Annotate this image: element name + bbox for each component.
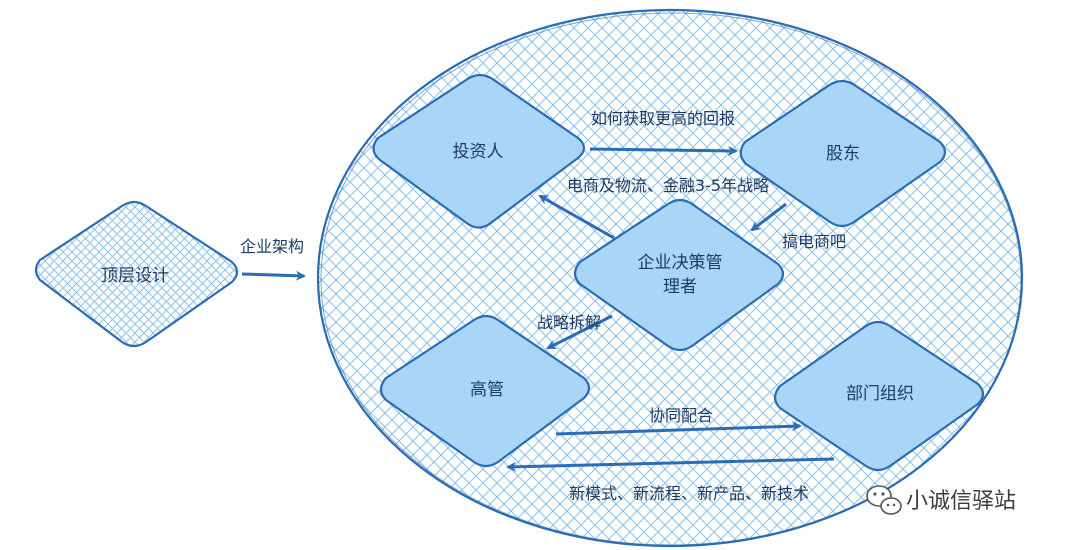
node-decision-maker-label-line1: 企业决策管 xyxy=(638,253,723,273)
node-decision-maker: 企业决策管 理者 xyxy=(573,198,785,352)
edge-innovations-label: 新模式、新流程、新产品、新技术 xyxy=(569,484,809,503)
wechat-icon xyxy=(866,485,902,515)
edge-higher-return-label: 如何获取更高的回报 xyxy=(591,109,735,128)
node-shareholder-label: 股东 xyxy=(826,144,860,164)
node-department: 部门组织 xyxy=(773,320,985,472)
edge-higher-return: 如何获取更高的回报 xyxy=(589,109,738,156)
watermark: 小诚信驿站 xyxy=(866,485,1016,515)
edge-innovations: 新模式、新流程、新产品、新技术 xyxy=(506,457,835,503)
edge-enterprise-architecture-label: 企业架构 xyxy=(240,237,304,256)
node-decision-maker-label-line2: 理者 xyxy=(663,277,697,297)
node-investor: 投资人 xyxy=(372,73,586,229)
node-investor-label: 投资人 xyxy=(453,142,504,162)
edge-strategy-breakdown: 战略拆解 xyxy=(537,313,613,350)
edge-strategy-breakdown-label: 战略拆解 xyxy=(537,313,601,332)
edge-enterprise-architecture: 企业架构 xyxy=(240,237,306,281)
edge-do-ecommerce: 搞电商吧 xyxy=(750,202,846,251)
node-department-label: 部门组织 xyxy=(846,384,914,404)
node-executive-label: 高管 xyxy=(470,380,504,400)
edge-strategy: 电商及物流、金融3-5年战略 xyxy=(538,176,769,240)
node-shareholder: 股东 xyxy=(739,79,947,228)
edge-strategy-label: 电商及物流、金融3-5年战略 xyxy=(567,176,769,195)
edge-collaboration: 协同配合 xyxy=(555,406,802,436)
edge-do-ecommerce-label: 搞电商吧 xyxy=(782,232,846,251)
edge-collaboration-label: 协同配合 xyxy=(649,406,713,425)
node-top-design: 顶层设计 xyxy=(34,200,239,348)
node-executive: 高管 xyxy=(379,314,591,468)
watermark-text: 小诚信驿站 xyxy=(906,489,1016,514)
node-top-design-label: 顶层设计 xyxy=(101,266,169,286)
